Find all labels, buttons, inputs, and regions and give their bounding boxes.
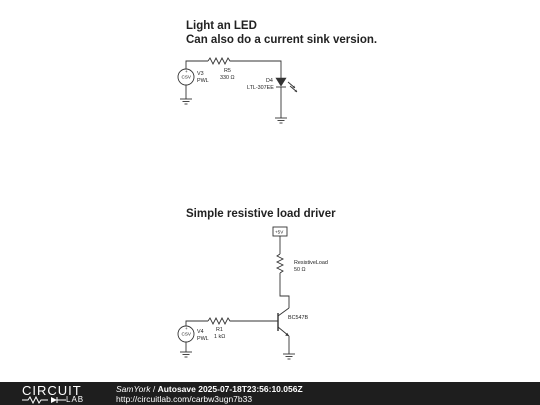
v3-symbol: CSV — [182, 75, 192, 80]
wire-top-mid — [232, 60, 282, 78]
ground-symbol-3 — [283, 353, 295, 360]
resistor-load[interactable] — [275, 253, 285, 274]
v4-type: PWL — [197, 336, 209, 342]
load-value: 50 Ω — [294, 267, 306, 273]
d4-name: D4 — [266, 78, 273, 84]
v3-plus-sign: + — [185, 69, 188, 74]
v4-plus-sign: + — [185, 326, 188, 331]
load-name: ResistiveLoad — [294, 260, 328, 266]
autosave-stamp: Autosave 2025-07-18T23:56:10.056Z — [157, 384, 303, 394]
r5-value: 330 Ω — [220, 75, 235, 81]
v3-name: V3 — [197, 71, 204, 77]
wire-load-to-collector — [279, 273, 290, 308]
source-v3[interactable]: CSV + — [177, 68, 195, 86]
autosave-info: SamYork / Autosave 2025-07-18T23:56:10.0… — [116, 384, 303, 394]
circuit-led: Light an LED Can also do a current sink … — [177, 20, 377, 124]
ground-symbol-2 — [275, 117, 287, 124]
circuitlab-logo[interactable]: CIRCUIT LAB — [22, 383, 96, 404]
resistor-r1[interactable] — [207, 316, 232, 326]
d4-part: LTL-307EE — [247, 85, 274, 91]
v3-type: PWL — [197, 78, 209, 84]
supply-5v-label[interactable]: +5V — [272, 226, 288, 237]
circuit2-title: Simple resistive load driver — [186, 208, 336, 220]
r1-name: R1 — [216, 327, 223, 333]
circuit1-subtitle: Can also do a current sink version. — [186, 34, 377, 46]
svg-text:+5V: +5V — [275, 230, 284, 235]
circuit1-title: Light an LED — [186, 20, 257, 32]
circuit-load-driver: Simple resistive load driver +5V Resisti… — [177, 208, 336, 360]
author-name[interactable]: SamYork — [116, 384, 151, 394]
transistor-part: BC547B — [288, 315, 308, 321]
logo-waveform-icon — [22, 396, 66, 404]
logo-text-lab: LAB — [66, 395, 85, 404]
v4-name: V4 — [197, 329, 204, 335]
transistor-bc547b[interactable] — [277, 307, 290, 337]
schematic-canvas[interactable]: Light an LED Can also do a current sink … — [0, 0, 540, 382]
wire-source-to-r1 — [185, 320, 208, 327]
wire-top-left — [185, 60, 208, 69]
v4-symbol: CSV — [182, 332, 192, 337]
led-d4[interactable] — [275, 77, 298, 93]
ground-symbol-4 — [180, 351, 192, 358]
source-v4[interactable]: CSV + — [177, 325, 195, 343]
circuit-url[interactable]: http://circuitlab.com/carbw3ugn7b33 — [116, 394, 253, 404]
resistor-r5[interactable] — [207, 56, 232, 66]
r5-name: R5 — [224, 68, 231, 74]
r1-value: 1 kΩ — [214, 334, 225, 340]
footer-bar: CIRCUIT LAB SamYork / Autosave 2025-07-1… — [0, 382, 540, 405]
ground-symbol-1 — [180, 98, 192, 105]
logo-text-circuit: CIRCUIT — [22, 383, 82, 398]
path-separator: / — [150, 384, 158, 394]
